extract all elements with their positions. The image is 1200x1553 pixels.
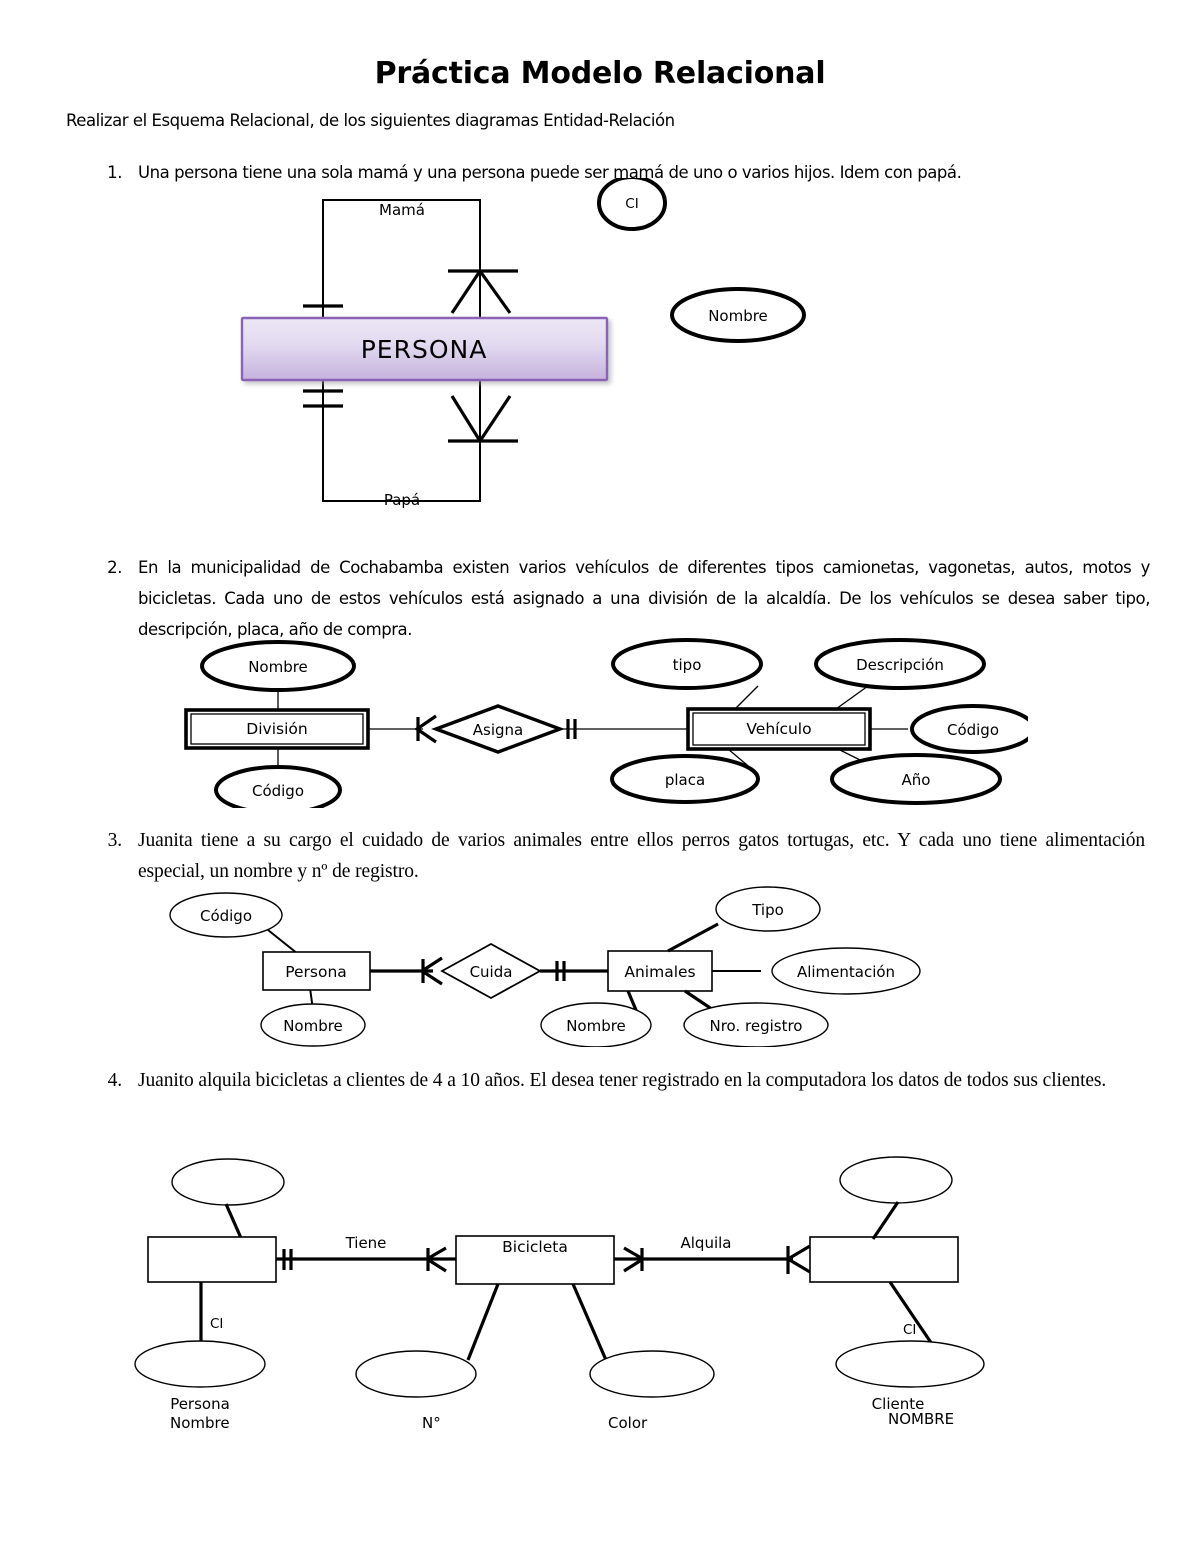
list-item-2-marker: 2. xyxy=(107,558,122,577)
attribute-alimentacion-shape xyxy=(771,947,921,995)
attribute-tipo-shape xyxy=(611,638,763,690)
list-item-3-marker: 3. xyxy=(107,830,123,851)
entity-division-label: División xyxy=(246,720,307,738)
attribute-tipo-shape xyxy=(715,886,821,932)
list-item-3-text: Juanita tiene a su cargo el cuidado de v… xyxy=(138,830,1145,882)
attribute-nombre-shape xyxy=(200,640,356,692)
attribute-center-left-shape xyxy=(355,1350,477,1398)
attribute-nro-registro-label: Nro. registro xyxy=(710,1017,803,1035)
attribute-nombre-label: Nombre xyxy=(283,1017,343,1035)
er-diagram-3: Persona Código Nombre Cuida Animales Tip… xyxy=(158,882,958,1047)
attribute-left-bottom-shape xyxy=(134,1340,266,1388)
entity-division-box xyxy=(184,708,370,750)
attribute-tipo-label: Tipo xyxy=(751,901,784,919)
attribute-nombre-shape xyxy=(260,1003,366,1047)
list-item-3: 3. Juanita tiene a su cargo el cuidado d… xyxy=(100,825,1146,887)
list-item-1: 1. Una persona tiene una sola mamá y una… xyxy=(100,157,1140,188)
attribute-alimentacion-label: Alimentación xyxy=(797,963,895,981)
relationship-asigna-label: Asigna xyxy=(473,721,523,739)
list-item-4-text: Juanito alquila bicicletas a clientes de… xyxy=(138,1070,1107,1091)
attribute-nombre-animales-label: Nombre xyxy=(566,1017,626,1035)
attribute-right-top-shape xyxy=(839,1156,953,1204)
entity-right-caption: Cliente xyxy=(872,1395,925,1413)
bottom-label-color: Color xyxy=(608,1414,648,1432)
attribute-nombre-shape xyxy=(670,287,806,343)
attribute-codigo-label: Código xyxy=(200,907,252,925)
attribute-right-bottom-shape xyxy=(835,1340,985,1388)
entity-bicicleta-label: Bicicleta xyxy=(502,1238,568,1256)
entity-persona-box xyxy=(262,951,371,991)
entity-vehiculo-label: Vehículo xyxy=(746,720,811,738)
attribute-ano-shape xyxy=(830,753,1002,805)
entity-right-box xyxy=(809,1236,959,1283)
list-item-2-text: En la municipalidad de Cochabamba existe… xyxy=(138,558,1150,639)
loop-label-papa: Papá xyxy=(384,491,420,509)
entity-left-box xyxy=(147,1236,277,1283)
bottom-label-nombre: Nombre xyxy=(170,1414,230,1432)
attribute-ci-shape xyxy=(597,178,667,231)
er-diagram-2: División Nombre Código Asigna Vehículo t… xyxy=(168,638,1028,808)
attribute-nro-registro-shape xyxy=(683,1002,829,1047)
intro-text: Realizar el Esquema Relacional, de los s… xyxy=(66,111,675,130)
entity-animales-label: Animales xyxy=(624,963,695,981)
attribute-codigo-label: Código xyxy=(252,782,304,800)
relationship-alquila-label: Alquila xyxy=(681,1234,732,1252)
attribute-ci-label: CI xyxy=(625,196,638,212)
attribute-nombre-label: Nombre xyxy=(248,658,308,676)
page-title: Práctica Modelo Relacional xyxy=(374,56,826,91)
attribute-ano-label: Año xyxy=(902,771,931,789)
attribute-tipo-label: tipo xyxy=(673,656,702,674)
bottom-label-numero: N° xyxy=(422,1414,441,1432)
attribute-left-top-shape xyxy=(171,1158,285,1206)
attribute-descripcion-label: Descripción xyxy=(856,656,944,674)
entity-persona-box xyxy=(240,316,609,382)
attribute-descripcion-shape xyxy=(814,638,986,690)
list-item-1-marker: 1. xyxy=(107,163,122,182)
attribute-nombre-label: Nombre xyxy=(708,307,768,325)
relationship-tiene-label: Tiene xyxy=(345,1234,387,1252)
attribute-codigo-veh-label: Código xyxy=(947,721,999,739)
list-item-2: 2. En la municipalidad de Cochabamba exi… xyxy=(100,552,1150,645)
er-diagram-4: CI Persona Tiene Bicicleta Alquila CI Cl… xyxy=(128,1142,1048,1442)
er-diagram-1: Mamá Papá PERSONA CI Nombre xyxy=(230,178,850,523)
list-item-4: 4. Juanito alquila bicicletas a clientes… xyxy=(100,1065,1145,1096)
entity-left-caption: Persona xyxy=(170,1395,230,1413)
attribute-codigo-shape xyxy=(169,892,283,938)
relationship-cuida-label: Cuida xyxy=(470,963,513,981)
attribute-codigo-veh-shape xyxy=(910,704,1028,754)
list-item-4-marker: 4. xyxy=(107,1070,123,1091)
attribute-placa-label: placa xyxy=(665,771,705,789)
entity-persona-label: Persona xyxy=(285,963,347,981)
entity-persona-label: PERSONA xyxy=(361,335,488,364)
right-link-label: CI xyxy=(903,1322,916,1338)
loop-label-mama: Mamá xyxy=(379,201,425,219)
left-link-label: CI xyxy=(210,1316,223,1332)
attribute-nombre-animales-shape xyxy=(540,1002,652,1047)
bottom-label-nombre-upper: NOMBRE xyxy=(888,1410,955,1428)
attribute-codigo-shape xyxy=(214,765,342,808)
entity-bicicleta-box xyxy=(455,1235,615,1285)
entity-vehiculo-box xyxy=(686,707,872,751)
list-item-1-text: Una persona tiene una sola mamá y una pe… xyxy=(138,163,962,182)
attribute-center-right-shape xyxy=(589,1350,715,1398)
attribute-placa-shape xyxy=(610,754,760,804)
